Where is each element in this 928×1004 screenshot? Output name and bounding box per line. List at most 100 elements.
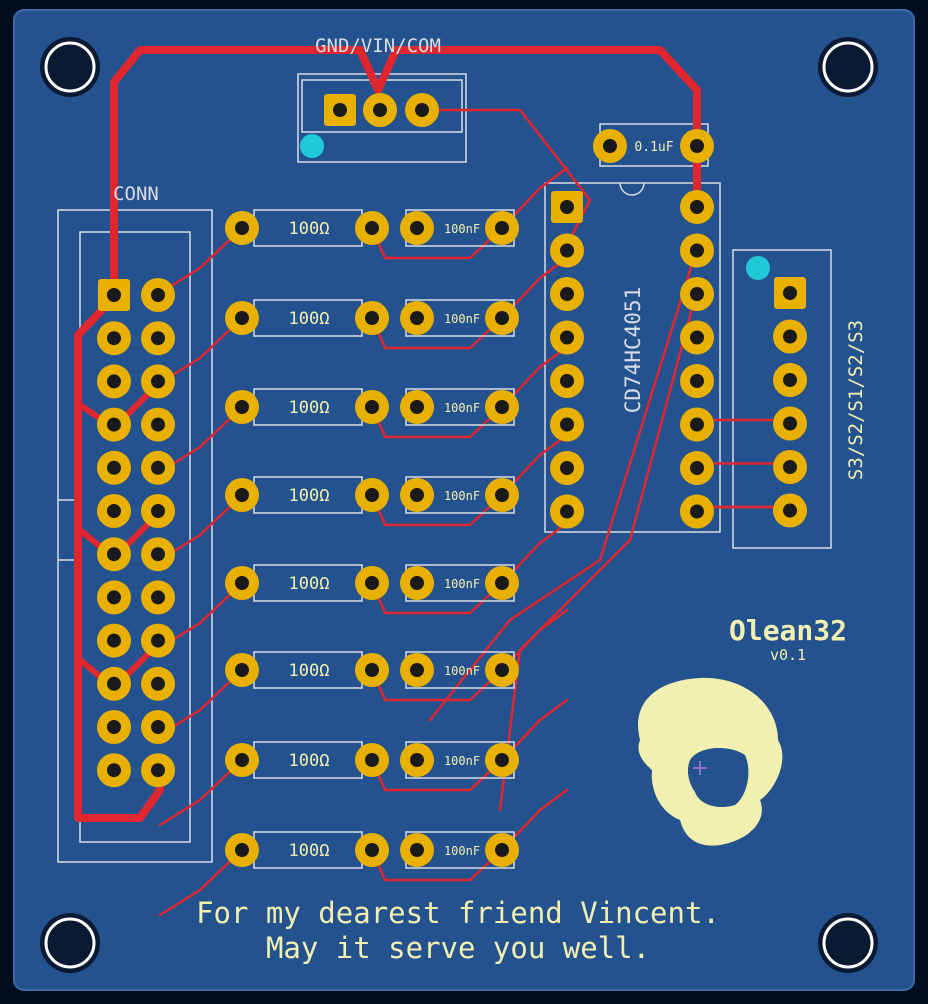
conn-pin-b-9 — [141, 623, 175, 658]
capacitor-pad-left — [400, 301, 434, 335]
resistor-label: 100Ω — [289, 309, 330, 329]
power-header-label: GND/VIN/COM — [315, 35, 441, 57]
capacitor-pad-right — [485, 211, 519, 245]
mounting-hole-bottom-right — [818, 913, 878, 973]
ic-pin-right-1 — [680, 190, 714, 224]
ic-pin-left-2 — [550, 233, 584, 268]
pin1-marker — [746, 256, 770, 280]
select-header-pin-4 — [773, 406, 807, 441]
resistor-pad-right — [355, 566, 389, 600]
resistor-label: 100Ω — [289, 574, 330, 594]
conn-pin-b-1 — [141, 278, 175, 312]
capacitor-pad-left — [400, 833, 434, 867]
resistor-pad-right — [355, 478, 389, 512]
capacitor-pad-right — [485, 653, 519, 687]
conn-pin-a-6 — [97, 494, 131, 528]
ic-pin-right-7 — [680, 451, 714, 485]
capacitor-pad-right — [485, 390, 519, 424]
capacitor-label: 100nF — [444, 844, 480, 858]
signal-trace — [158, 226, 244, 295]
capacitor-pad-right — [485, 301, 519, 335]
conn-pin-a-9 — [97, 623, 131, 658]
ic-pin-right-6 — [680, 407, 714, 442]
board-version: v0.1 — [770, 646, 806, 664]
long-signal-trace — [428, 246, 699, 722]
dedication-line-1: For my dearest friend Vincent. — [196, 896, 720, 930]
long-signal-trace — [498, 288, 699, 812]
connector-label: CONN — [113, 183, 159, 205]
conn-pin-a-10 — [97, 666, 131, 701]
conn-pin-b-5 — [141, 450, 175, 485]
power-header-pin-com — [405, 93, 439, 127]
resistor-pad-right — [355, 833, 389, 867]
resistor-label: 100Ω — [289, 486, 330, 506]
ic-pin-left-1 — [551, 191, 583, 223]
conn-pin-a-4 — [97, 407, 131, 442]
conn-pin-a-3 — [97, 364, 131, 399]
capacitor-label: 100nF — [444, 754, 480, 768]
signal-trace — [158, 758, 244, 827]
resistor-label: 100Ω — [289, 751, 330, 771]
conn-pin-a-1 — [98, 279, 130, 311]
ic-pin-left-7 — [550, 451, 584, 485]
select-header-pin-6 — [773, 493, 807, 528]
ic-pin-right-2 — [680, 233, 714, 268]
ic-pin-right-3 — [680, 277, 714, 311]
capacitor-pad-left — [400, 653, 434, 687]
conn-pin-a-5 — [97, 450, 131, 485]
cap-pad-right — [680, 129, 714, 163]
resistor-label: 100Ω — [289, 841, 330, 861]
channel-layer: 100Ω 100nF 100Ω 100nF 100Ω 100nF 100Ω 100nF 100Ω… — [253, 209, 515, 869]
mounting-hole-top-left — [40, 37, 100, 97]
mounting-hole-top-right — [818, 37, 878, 97]
portrait-silkscreen-art — [638, 677, 783, 846]
conn-pin-a-8 — [97, 580, 131, 615]
ic-pin-right-8 — [680, 494, 714, 529]
resistor-pad-right — [355, 743, 389, 777]
capacitor-label: 100nF — [444, 664, 480, 678]
capacitor-pad-left — [400, 211, 434, 245]
select-header-pin-5 — [773, 450, 807, 484]
resistor-pad-left — [225, 566, 259, 600]
channel-6: 100Ω 100nF — [253, 651, 515, 689]
power-trace-main — [110, 46, 701, 299]
cap-pad-left — [593, 129, 627, 163]
signal-trace — [158, 848, 244, 917]
mounting-holes — [40, 37, 878, 973]
power-trace-loop — [74, 291, 164, 822]
resistor-pad-right — [355, 211, 389, 245]
resistor-pad-left — [225, 833, 259, 867]
select-header-pin-2 — [773, 319, 807, 354]
conn-pin-b-8 — [141, 580, 175, 615]
pin1-marker — [300, 134, 324, 158]
resistor-pad-left — [225, 301, 259, 335]
capacitor-pad-left — [400, 743, 434, 777]
resistor-label: 100Ω — [289, 661, 330, 681]
ic-label: CD74HC4051 — [621, 287, 645, 413]
resistor-pad-left — [225, 478, 259, 512]
resistor-pad-left — [225, 390, 259, 424]
conn-pin-b-4 — [141, 407, 175, 442]
conn-pin-b-10 — [141, 666, 175, 701]
ic-pin-left-3 — [550, 277, 584, 311]
capacitor-pad-right — [485, 566, 519, 600]
conn-pin-b-7 — [141, 537, 175, 572]
select-header-pin-3 — [773, 363, 807, 397]
capacitor-label: 100nF — [444, 222, 480, 236]
conn-pin-a-11 — [97, 710, 131, 744]
resistor-pad-left — [225, 653, 259, 687]
ic-pin-left-5 — [550, 364, 584, 398]
conn-pin-b-3 — [141, 364, 175, 399]
mounting-hole-bottom-left — [40, 913, 100, 973]
ic-pin-right-4 — [680, 320, 714, 355]
decoupling-cap-label: 0.1uF — [634, 140, 673, 155]
capacitor-label: 100nF — [444, 312, 480, 326]
select-header-label: S3/S2/S1/S2/S3 — [845, 320, 867, 480]
ic-pin-left-6 — [550, 407, 584, 442]
ic-pin-left-8 — [550, 494, 584, 529]
resistor-pad-left — [225, 743, 259, 777]
resistor-pad-left — [225, 211, 259, 245]
